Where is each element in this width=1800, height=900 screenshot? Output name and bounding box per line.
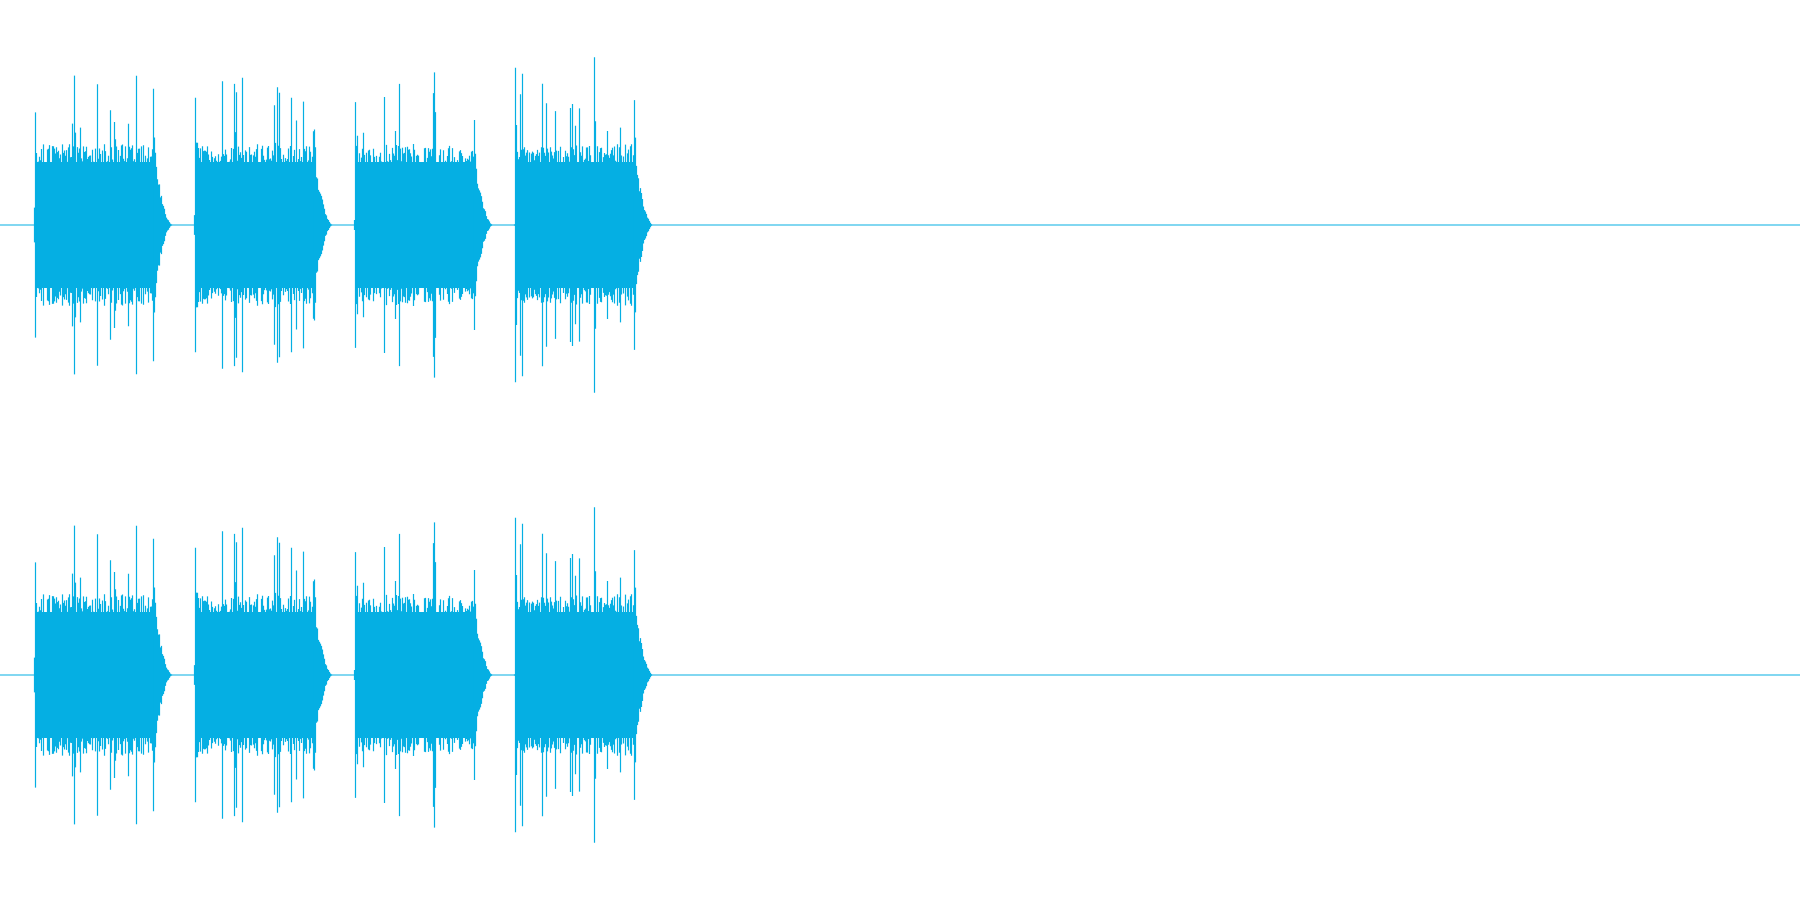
- channel-right[interactable]: [0, 507, 1800, 843]
- beat-burst: [513, 57, 654, 393]
- beat-core: [36, 162, 154, 288]
- beat-burst: [353, 522, 494, 828]
- beat-core: [516, 162, 634, 288]
- beat-core: [196, 612, 314, 738]
- beat-burst: [193, 527, 334, 823]
- beat-burst: [33, 75, 174, 375]
- beat-core: [356, 612, 474, 738]
- beat-core: [36, 612, 154, 738]
- beat-core: [196, 162, 314, 288]
- beat-burst: [193, 77, 334, 373]
- beat-core: [516, 612, 634, 738]
- channel-group: [0, 57, 1800, 843]
- beat-core: [356, 162, 474, 288]
- channel-left[interactable]: [0, 57, 1800, 393]
- beat-burst: [513, 507, 654, 843]
- beat-burst: [353, 72, 494, 378]
- beat-burst: [33, 525, 174, 825]
